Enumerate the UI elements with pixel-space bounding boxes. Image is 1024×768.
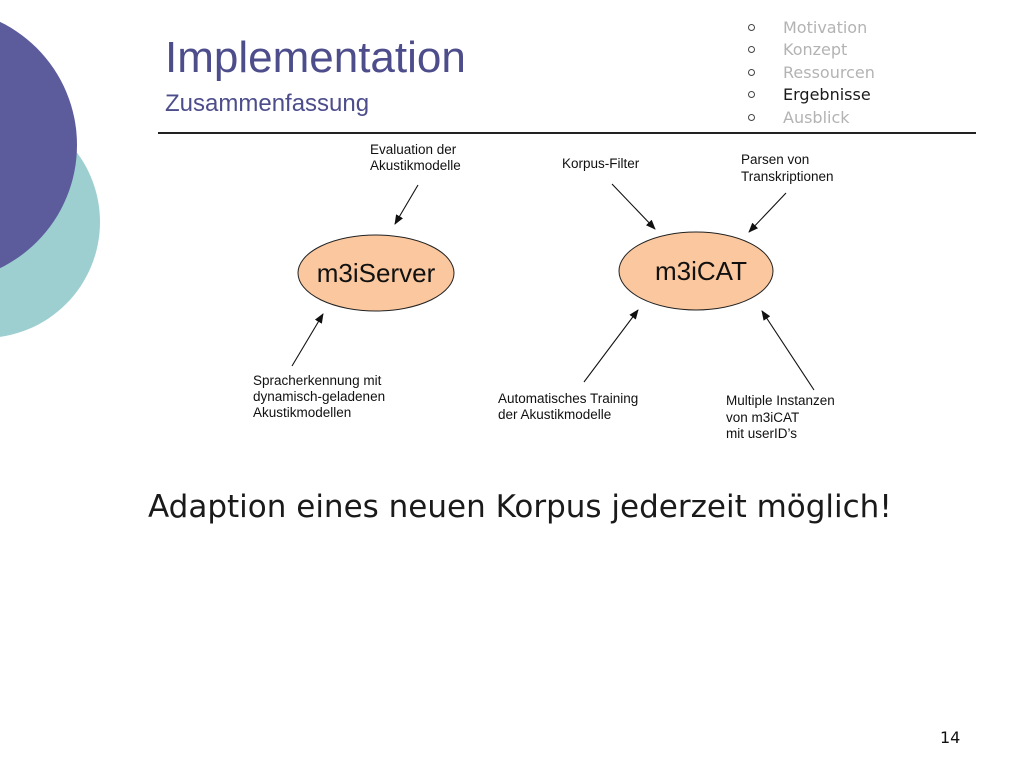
- nav-item-motivation[interactable]: Motivation: [748, 16, 875, 39]
- arrow-spracherkennung-to-server: [291, 313, 324, 367]
- circle-bullet-icon: [748, 23, 755, 31]
- circle-bullet-icon: [748, 91, 755, 99]
- nav-item-label: Ausblick: [783, 107, 850, 127]
- nav-item-konzept[interactable]: Konzept: [748, 39, 875, 62]
- page-subtitle: Zusammenfassung: [165, 90, 370, 117]
- arrow-korpusfilter-to-cat: [611, 183, 656, 230]
- label-spracherkennung: Spracherkennung mit dynamisch-geladenen …: [253, 373, 389, 420]
- m3icat-node: [618, 231, 774, 311]
- label-evaluation: Evaluation der Akustikmodelle: [370, 142, 461, 173]
- nav-item-label: Motivation: [783, 17, 868, 37]
- arrow-instanzen-to-cat: [761, 310, 815, 391]
- nav-item-ressourcen[interactable]: Ressourcen: [748, 61, 875, 84]
- nav-item-label: Konzept: [783, 40, 848, 60]
- circle-bullet-icon: [748, 113, 755, 121]
- nav-item-ausblick[interactable]: Ausblick: [748, 106, 875, 129]
- page-title: Implementation: [165, 33, 466, 82]
- m3iserver-label: m3iServer: [317, 258, 436, 288]
- arrow-parsen-to-cat: [748, 192, 787, 233]
- label-instanzen: Multiple Instanzen von m3iCAT mit userID…: [726, 393, 839, 441]
- label-parsen: Parsen von Transkriptionen: [741, 152, 834, 184]
- architecture-diagram: m3iServer m3iCAT Evaluation der Akustikm…: [253, 142, 839, 441]
- key-statement: Adaption eines neuen Korpus jederzeit mö…: [148, 489, 892, 525]
- circle-bullet-icon: [748, 46, 755, 54]
- arrow-evaluation-to-server: [394, 184, 419, 225]
- label-korpus-filter: Korpus-Filter: [562, 156, 640, 171]
- label-training: Automatisches Training der Akustikmodell…: [498, 391, 642, 422]
- header-divider: [158, 132, 976, 134]
- arrow-training-to-cat: [583, 309, 639, 383]
- page-number: 14: [940, 728, 961, 747]
- nav-item-label: Ressourcen: [783, 62, 875, 82]
- nav-item-ergebnisse[interactable]: Ergebnisse: [748, 84, 875, 107]
- circle-bullet-icon: [748, 68, 755, 76]
- m3iserver-node: [297, 234, 455, 312]
- purple-circle: [0, 21, 77, 269]
- decorative-circles: [0, 21, 100, 337]
- nav-item-label: Ergebnisse: [783, 85, 871, 105]
- m3icat-label: m3iCAT: [655, 256, 747, 286]
